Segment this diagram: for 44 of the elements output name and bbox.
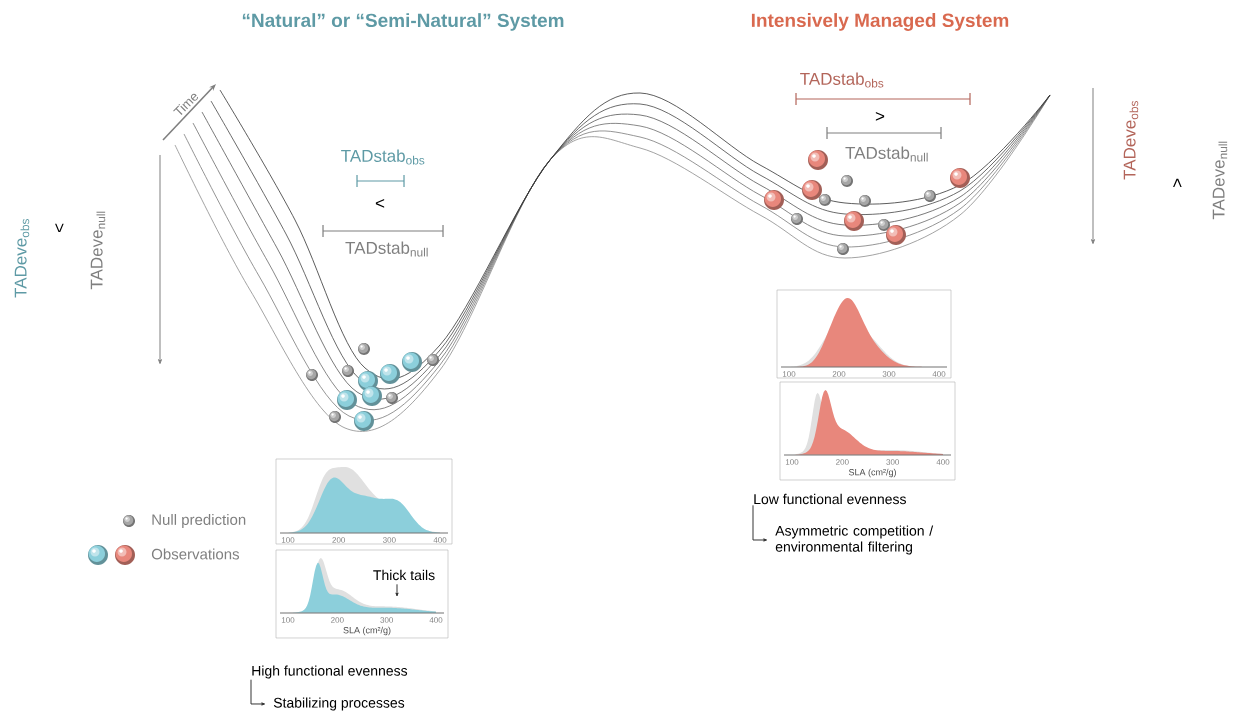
axis-label: TADeve$_{null}$ <box>90 211 106 290</box>
axis-label: TADeve$_{null}$ <box>1212 141 1228 220</box>
tick-label: 300 <box>380 617 394 623</box>
legend-label: Null prediction <box>152 514 246 528</box>
text-label: Stabilizing processes <box>273 697 405 711</box>
range-label: TADstab$_{null}$ <box>845 146 928 162</box>
text-label: Low functional evenness <box>754 493 906 505</box>
legend-label: Observations <box>151 548 239 560</box>
tick-label: 100 <box>281 617 295 623</box>
comparison-sign: < <box>55 223 64 233</box>
tick-label: 200 <box>832 371 846 377</box>
tick-label: 200 <box>836 459 849 465</box>
axis-label: TADeve$_{obs}$ <box>14 219 30 298</box>
axis-title: SLA (cm²/g) <box>343 626 391 636</box>
tick-label: 100 <box>281 537 295 543</box>
heading: Intensively Managed System <box>751 13 1009 31</box>
axis-label: Time <box>173 93 198 115</box>
density-plot <box>275 549 449 639</box>
tick-label: 100 <box>782 371 796 377</box>
bent-arrow <box>250 679 266 706</box>
text-label: Thick tails <box>373 569 435 581</box>
tick-label: 200 <box>331 617 344 623</box>
tick-label: 400 <box>936 459 950 465</box>
text-label: High functional evenness <box>252 665 408 679</box>
tick-label: 300 <box>882 371 896 377</box>
range-label: TADstab$_{obs}$ <box>800 72 884 88</box>
axis-title: SLA (cm²/g) <box>848 468 896 478</box>
tick-label: 300 <box>886 459 900 465</box>
tick-label: 400 <box>429 617 443 623</box>
range-label: TADstab$_{null}$ <box>345 241 428 257</box>
leader-line <box>395 583 399 597</box>
comparison-sign: > <box>875 112 885 121</box>
tick-label: 200 <box>332 537 346 543</box>
axis-label: TADeve$_{obs}$ <box>1123 101 1139 180</box>
comparison-sign: < <box>375 199 385 208</box>
heading: “Natural” or “Semi-Natural” System <box>242 13 564 31</box>
text-label: Asymmetric competition / environmental filtering <box>775 525 934 555</box>
tick-label: 300 <box>382 537 396 543</box>
tick-label: 400 <box>433 537 447 543</box>
comparison-sign: > <box>1173 178 1182 188</box>
tick-label: 400 <box>932 371 946 377</box>
bent-arrow <box>752 504 768 542</box>
range-label: TADstab$_{obs}$ <box>341 149 425 165</box>
tick-label: 100 <box>785 459 799 465</box>
